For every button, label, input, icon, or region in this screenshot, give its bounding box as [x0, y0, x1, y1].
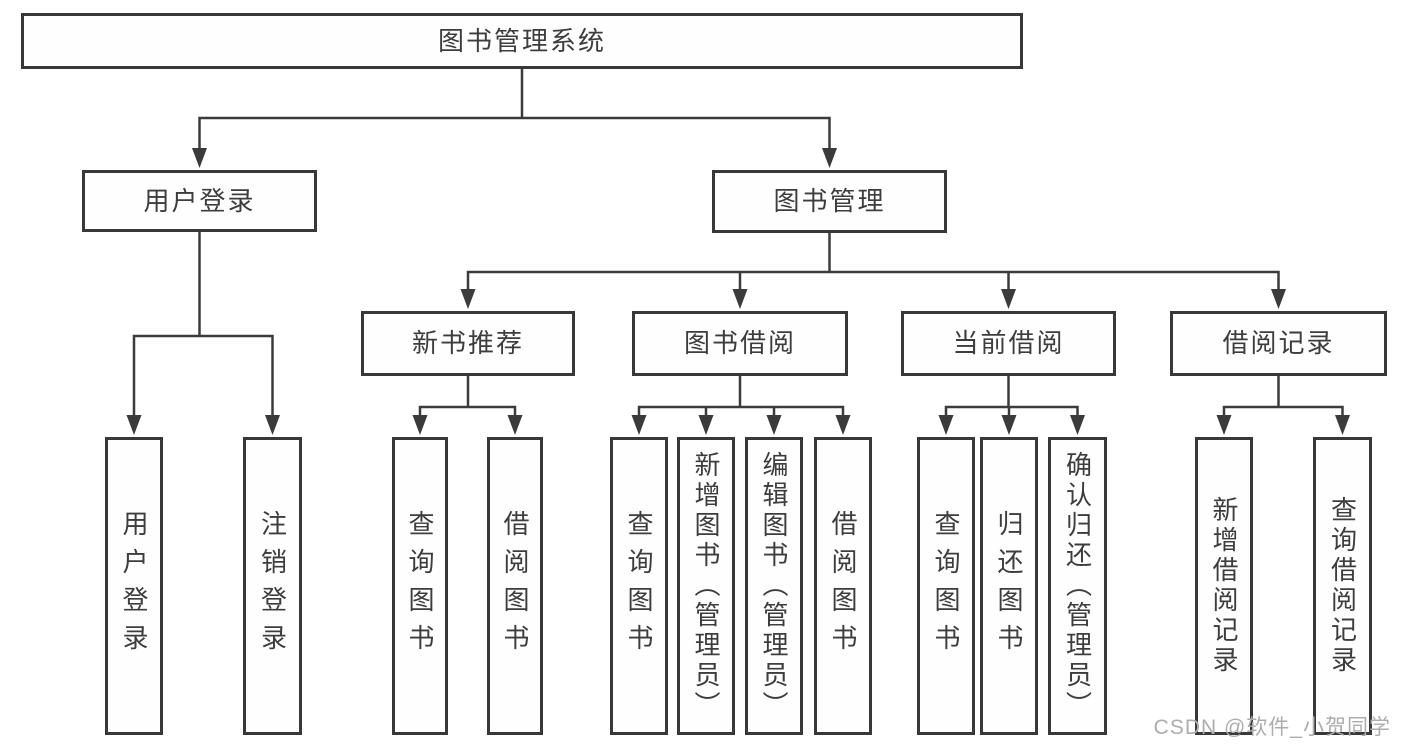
node-cb-return-books: 归还图书 — [980, 437, 1038, 735]
arrowhead-icon — [698, 415, 714, 435]
node-user-login-group: 用户登录 — [82, 170, 317, 232]
node-label-br-query-record: 查询借阅记录 — [1327, 496, 1358, 676]
arrowhead-icon — [192, 148, 207, 168]
connector-new-book-recommend — [418, 374, 517, 417]
arrowhead-icon — [1335, 415, 1350, 435]
node-label-new-book-recommend: 新书推荐 — [411, 328, 524, 359]
arrowhead-icon — [507, 415, 523, 435]
arrowhead-icon — [1001, 289, 1016, 309]
node-label-logout-login: 注销登录 — [257, 510, 288, 662]
node-label-user-login: 用户登录 — [119, 510, 149, 662]
node-nb-borrow-books: 借阅图书 — [487, 437, 543, 735]
arrowhead-icon — [1070, 415, 1085, 435]
node-current-borrowing: 当前借阅 — [901, 311, 1116, 376]
connector-user-login-group — [132, 230, 274, 417]
node-label-nb-query-books: 查询图书 — [405, 510, 435, 662]
node-new-book-recommend: 新书推荐 — [361, 311, 575, 376]
arrowhead-icon — [631, 415, 647, 435]
node-book-borrowing: 图书借阅 — [632, 311, 848, 376]
arrowhead-icon — [265, 415, 280, 435]
node-label-nb-borrow-books: 借阅图书 — [500, 510, 530, 662]
node-label-borrowing-records: 借阅记录 — [1222, 328, 1335, 359]
node-label-library-management-system: 图书管理系统 — [437, 25, 606, 56]
arrowhead-icon — [1001, 415, 1017, 435]
connector-book-management — [466, 231, 1280, 291]
arrowhead-icon — [732, 289, 748, 309]
connector-library-management-system — [198, 67, 831, 150]
node-label-cb-query-books: 查询图书 — [931, 510, 961, 662]
node-br-query-record: 查询借阅记录 — [1313, 437, 1372, 735]
node-label-bb-edit-books: 编辑图书（管理员） — [759, 451, 789, 721]
arrowhead-icon — [766, 415, 782, 435]
node-label-user-login-group: 用户登录 — [143, 185, 256, 216]
node-cb-confirm-return: 确认归还（管理员） — [1048, 437, 1107, 735]
connector-book-borrowing — [637, 374, 845, 417]
arrowhead-icon — [822, 148, 837, 168]
node-nb-query-books: 查询图书 — [392, 437, 448, 735]
arrowhead-icon — [460, 289, 476, 309]
node-label-bb-borrow-books: 借阅图书 — [828, 510, 858, 662]
node-logout-login: 注销登录 — [243, 437, 302, 735]
arrowhead-icon — [835, 415, 851, 435]
node-user-login: 用户登录 — [105, 437, 163, 735]
arrowhead-icon — [126, 415, 142, 435]
arrowhead-icon — [412, 415, 428, 435]
node-label-bb-add-books: 新增图书（管理员） — [691, 451, 721, 721]
node-bb-borrow-books: 借阅图书 — [814, 437, 872, 735]
node-library-management-system: 图书管理系统 — [21, 13, 1023, 69]
node-borrowing-records: 借阅记录 — [1170, 311, 1387, 376]
node-book-management: 图书管理 — [712, 170, 947, 233]
node-bb-query-books: 查询图书 — [610, 437, 668, 735]
connector-current-borrowing — [944, 374, 1079, 417]
node-label-br-add-record: 新增借阅记录 — [1209, 496, 1239, 676]
node-label-bb-query-books: 查询图书 — [624, 510, 654, 662]
connector-borrowing-records — [1222, 374, 1344, 417]
arrowhead-icon — [1216, 415, 1232, 435]
node-cb-query-books: 查询图书 — [917, 437, 975, 735]
node-label-cb-confirm-return: 确认归还（管理员） — [1062, 451, 1093, 721]
arrowhead-icon — [1271, 289, 1286, 309]
node-label-book-borrowing: 图书借阅 — [683, 328, 796, 359]
node-label-book-management: 图书管理 — [773, 186, 886, 217]
node-bb-edit-books: 编辑图书（管理员） — [745, 437, 803, 735]
node-br-add-record: 新增借阅记录 — [1195, 437, 1253, 735]
node-label-cb-return-books: 归还图书 — [994, 510, 1024, 662]
arrowhead-icon — [938, 415, 954, 435]
node-label-current-borrowing: 当前借阅 — [952, 328, 1065, 359]
node-bb-add-books: 新增图书（管理员） — [677, 437, 735, 735]
